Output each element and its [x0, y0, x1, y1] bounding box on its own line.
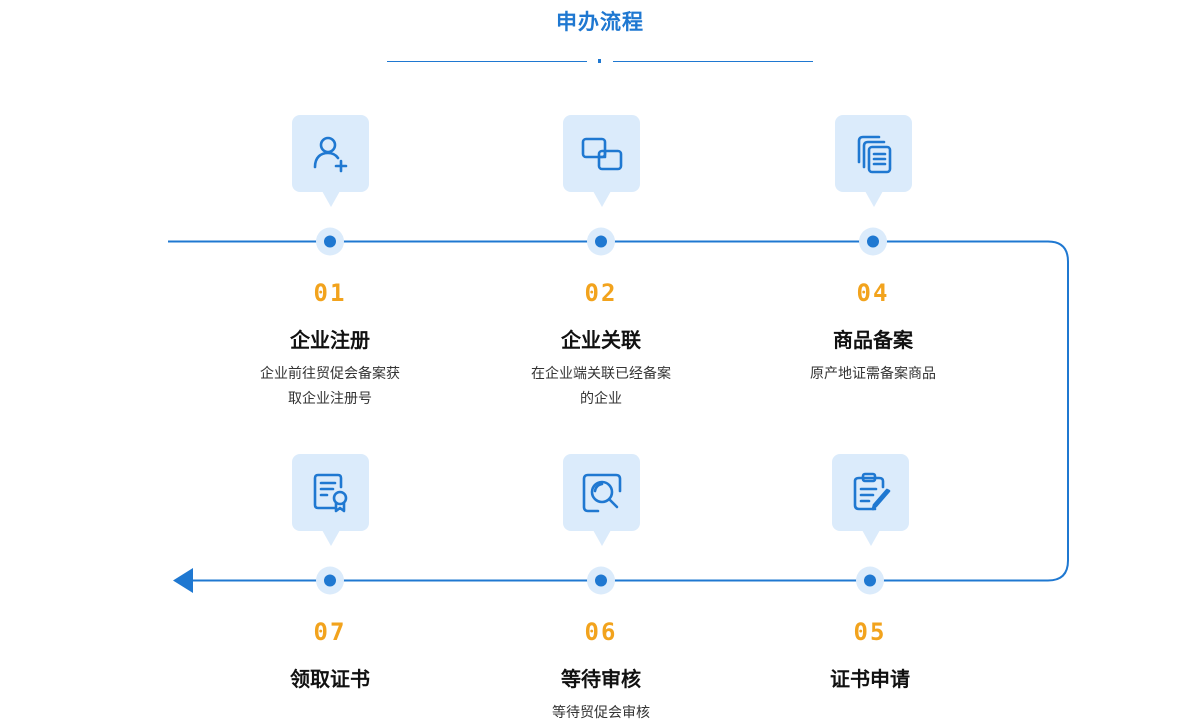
- step-description: 企业前往贸促会备案获 取企业注册号: [260, 366, 400, 407]
- step-title: 企业关联: [561, 328, 641, 352]
- step-number: 05: [853, 618, 887, 646]
- step-number: 04: [856, 279, 890, 307]
- flow-arrow-left-icon: [173, 568, 193, 593]
- step-title: 商品备案: [833, 328, 913, 352]
- step-description: 在企业端关联已经备案 的企业: [531, 366, 671, 407]
- certificate-icon: [292, 454, 369, 546]
- step-title: 企业注册: [290, 328, 370, 352]
- step-number: 01: [313, 279, 347, 307]
- documents-icon: [835, 115, 912, 207]
- title-divider: [387, 59, 813, 63]
- step-number: 07: [313, 618, 347, 646]
- step-title: 等待审核: [561, 667, 641, 691]
- clipboard-edit-icon: [832, 454, 909, 546]
- user-add-icon: [292, 115, 369, 207]
- step-number: 02: [584, 279, 618, 307]
- link-squares-icon: [563, 115, 640, 207]
- flow-nodes: [316, 227, 887, 595]
- page-title: 申办流程: [556, 10, 644, 34]
- step-title: 证书申请: [830, 667, 910, 691]
- step-description: 原产地证需备案商品: [810, 366, 936, 382]
- search-review-icon: [563, 454, 640, 546]
- step-description: 等待贸促会审核: [552, 705, 650, 721]
- step-number: 06: [584, 618, 618, 646]
- step-title: 领取证书: [290, 667, 370, 691]
